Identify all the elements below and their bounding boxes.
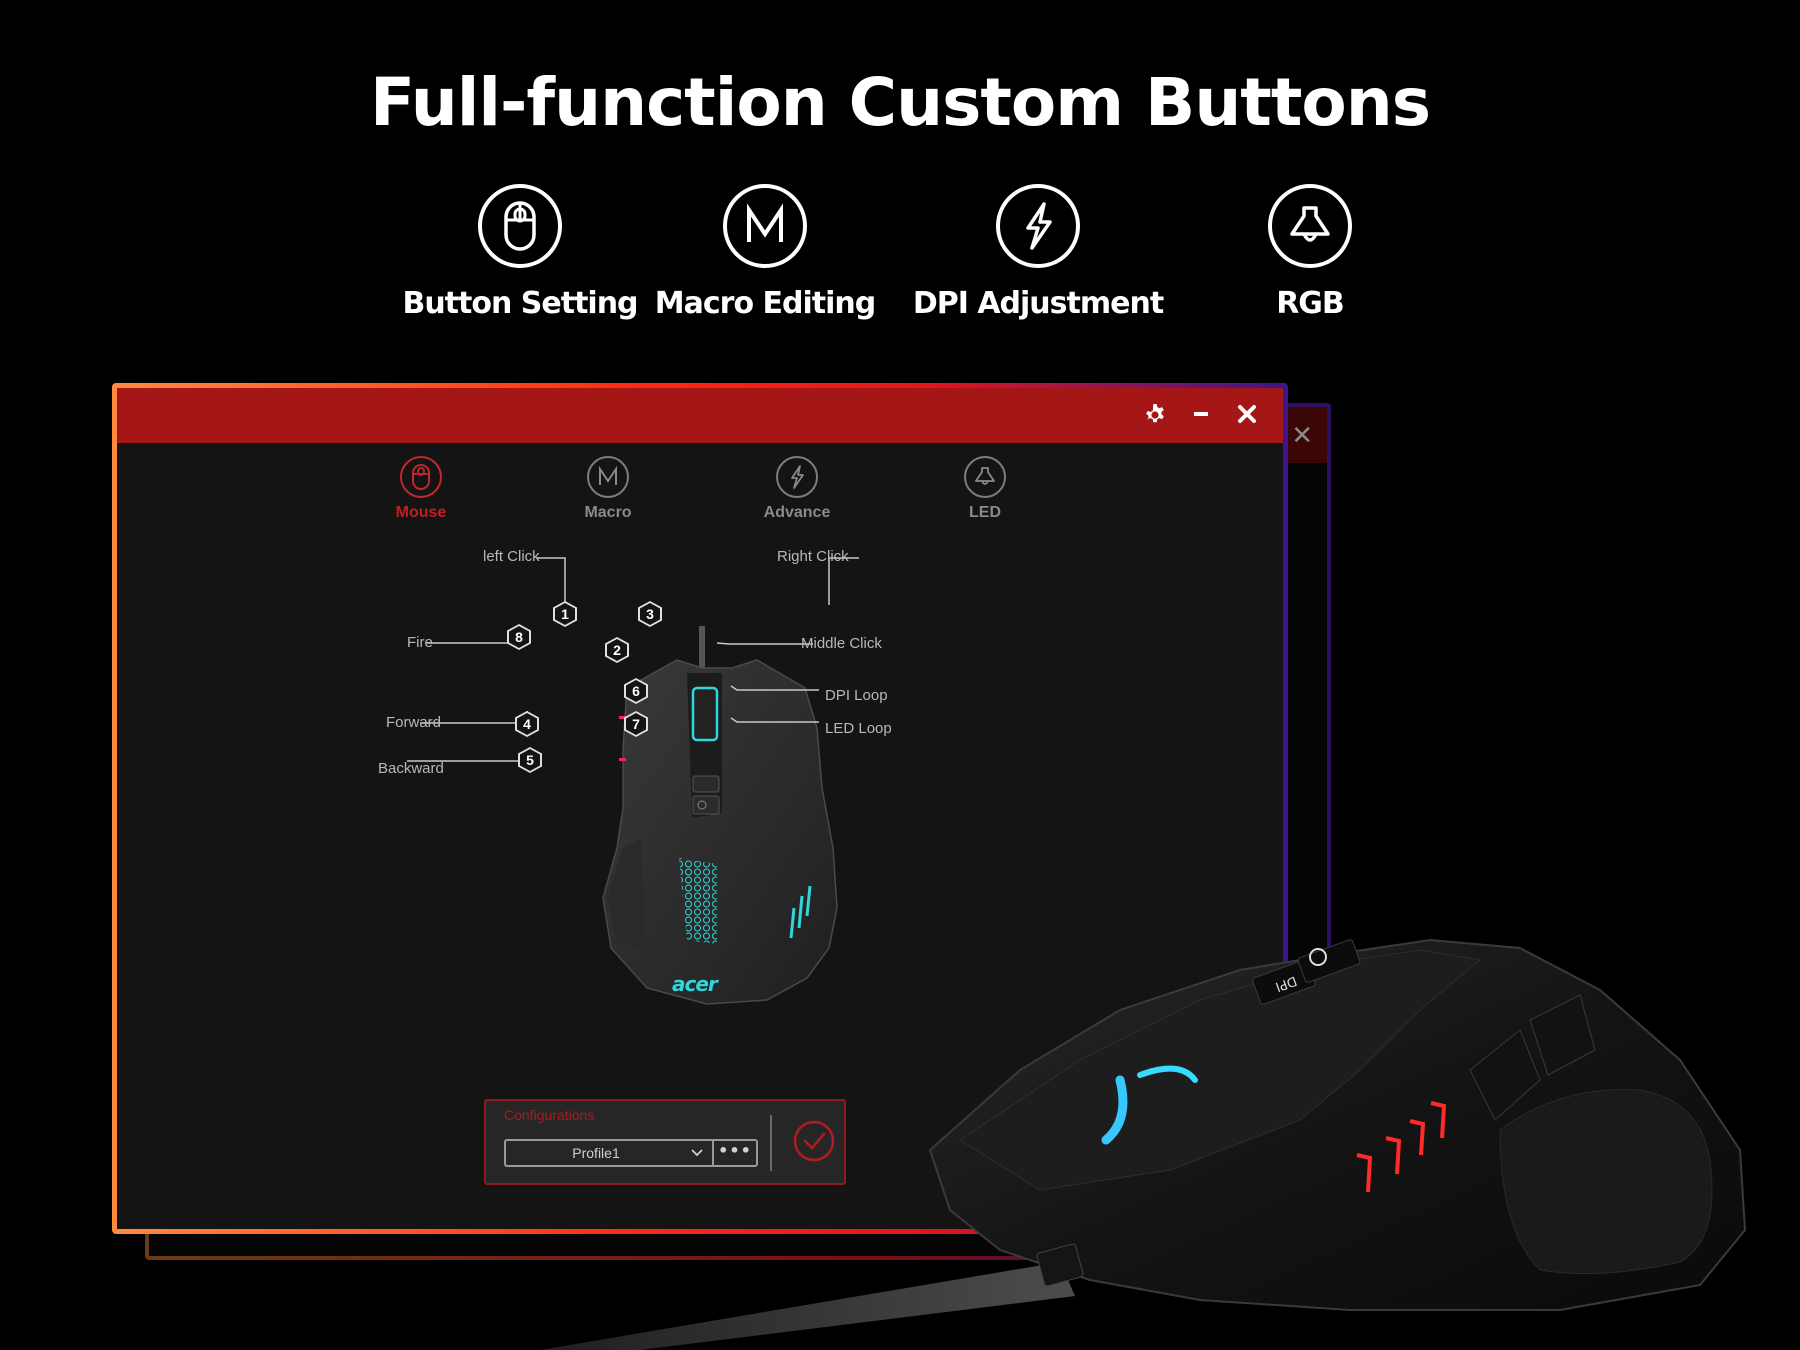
close-icon[interactable]: ✕ [1291,421,1313,451]
apply-button[interactable] [793,1120,835,1162]
lamp-icon [1268,184,1352,268]
feature-macro-editing: Macro Editing [635,184,895,321]
page-headline: Full-function Custom Buttons [369,64,1431,141]
callout-label-middle-click: Middle Click [801,635,882,652]
acer-logo: acer [672,972,718,996]
close-icon [1238,405,1256,423]
callout-label-forward: Forward [386,714,442,731]
lightning-icon [996,184,1080,268]
minimize-icon [1194,412,1208,416]
configurations-title: Configurations [504,1107,595,1123]
macro-m-icon [587,456,629,498]
chevron-down-icon [691,1149,703,1157]
gear-icon [1146,404,1164,423]
mouse-software-window: Mouse Macro Advance LED [112,383,1288,1234]
mouse-button-diagram: left Click Right Click Middle Click Fire… [117,388,1283,1229]
profile-select[interactable]: Profile1 [504,1139,712,1167]
callout-label-backward: Backward [378,760,444,777]
tab-bar: Mouse Macro Advance LED [117,456,1283,536]
feature-button-setting: Button Setting [390,184,650,321]
callout-label-right-click: Right Click [777,548,849,565]
lightning-icon [776,456,818,498]
mouse-icon [478,184,562,268]
close-button[interactable] [1233,400,1261,428]
title-bar [117,388,1283,443]
feature-row: Button Setting Macro Editing DPI Adjustm… [0,184,1800,334]
lamp-icon [964,456,1006,498]
checkmark-circle-icon [793,1120,835,1162]
mouse-icon [400,456,442,498]
configurations-panel: Configurations Profile1 ••• [484,1099,846,1185]
macro-m-icon [723,184,807,268]
minimize-button[interactable] [1187,400,1215,428]
config-divider [770,1115,772,1171]
mouse-illustration [407,557,859,1005]
tab-advance[interactable]: Advance [737,456,857,522]
tab-led[interactable]: LED [925,456,1045,522]
settings-button[interactable] [1141,400,1169,428]
profile-more-button[interactable]: ••• [712,1139,758,1167]
feature-dpi-adjustment: DPI Adjustment [908,184,1168,321]
callout-label-dpi-loop: DPI Loop [825,687,888,704]
callout-label-fire: Fire [407,634,433,651]
callout-label-left-click: left Click [483,548,540,565]
tab-macro[interactable]: Macro [548,456,668,522]
tab-mouse[interactable]: Mouse [361,456,481,522]
callout-label-led-loop: LED Loop [825,720,892,737]
window-controls [1141,400,1261,428]
feature-rgb: RGB [1180,184,1440,321]
